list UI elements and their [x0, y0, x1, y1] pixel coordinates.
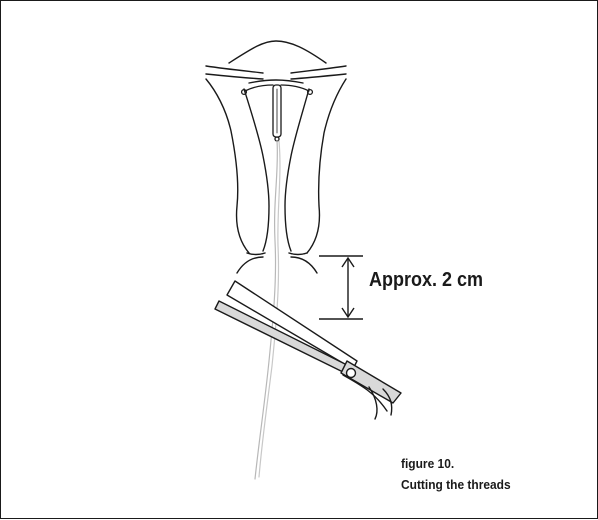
measurement-label: Approx. 2 cm: [369, 269, 483, 292]
scissors-icon: [215, 281, 401, 419]
uterus-cavity-top: [249, 80, 303, 83]
uterus-inner-right: [285, 89, 309, 251]
uterus-outer-right: [307, 79, 346, 253]
figure-number: figure 10.: [401, 453, 511, 474]
figure-caption: figure 10. Cutting the threads: [401, 453, 511, 495]
dimension-arrow: [319, 256, 363, 319]
figure-title: Cutting the threads: [401, 474, 511, 495]
cervix-left: [247, 253, 265, 255]
vagina-right: [291, 257, 317, 273]
vagina-left: [237, 257, 263, 273]
uterus-fundus: [229, 41, 326, 63]
uterus-outer-left: [206, 79, 249, 253]
scissors-pivot: [347, 369, 356, 378]
uterus-inner-left: [244, 89, 269, 251]
cervix-right: [289, 253, 307, 255]
uterus-illustration: [206, 41, 346, 273]
fallopian-tube-left: [206, 66, 263, 79]
scissors-handle-top: [341, 361, 401, 403]
iud-arm-right: [281, 85, 309, 91]
iud-arm-left: [245, 85, 273, 91]
fallopian-tube-right: [291, 66, 346, 79]
